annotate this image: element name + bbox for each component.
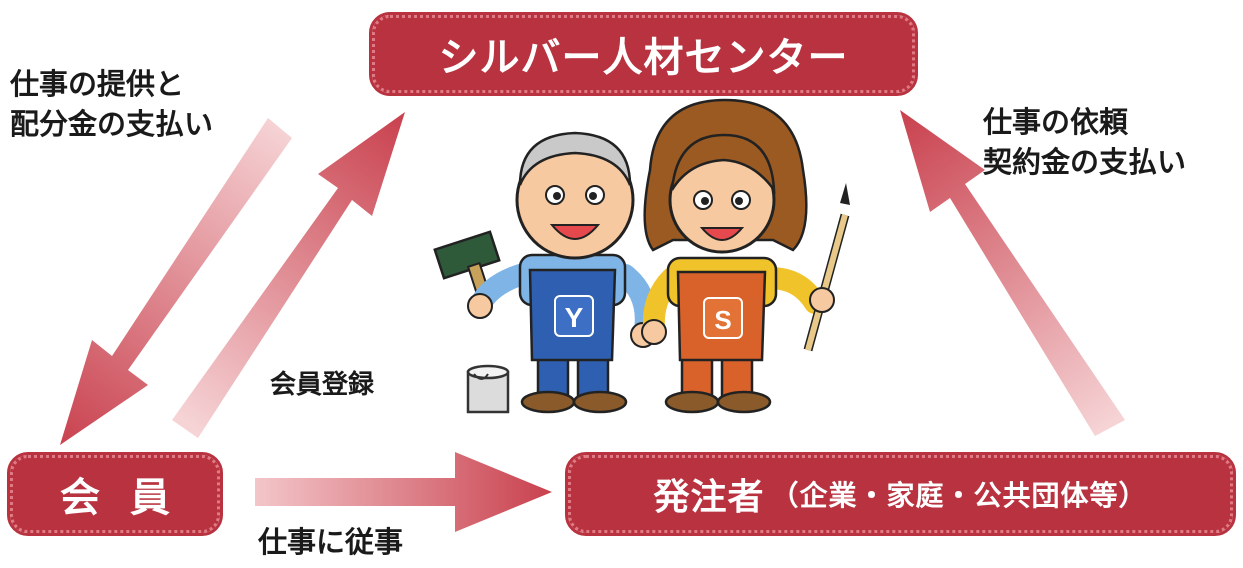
label-member-to-client: 仕事に従事 bbox=[258, 525, 404, 559]
member-title: 会員 bbox=[60, 475, 200, 521]
member-box: 会員 bbox=[7, 452, 223, 536]
arrow-member-to-client bbox=[255, 452, 552, 532]
label-center-to-member-line2: 配分金の支払い bbox=[10, 107, 214, 141]
paintbrush-icon bbox=[803, 183, 850, 352]
client-box: 発注者（企業・家庭・公共団体等） bbox=[565, 452, 1236, 536]
mascot-woman: S bbox=[641, 98, 850, 414]
label-center-to-member: 仕事の提供と 配分金の支払い bbox=[10, 64, 213, 144]
label-center-to-member-line1: 仕事の提供と bbox=[10, 67, 185, 101]
client-title: 発注者 bbox=[653, 477, 765, 518]
mascot-woman-letter: S bbox=[714, 305, 731, 335]
label-client-to-center: 仕事の依頼 契約金の支払い bbox=[983, 102, 1186, 182]
arrow-client-to-center bbox=[900, 110, 1125, 436]
label-member-to-center: 会員登録 bbox=[270, 370, 375, 400]
paint-can-icon bbox=[466, 364, 510, 414]
label-client-to-center-line2: 契約金の支払い bbox=[983, 145, 1187, 179]
label-client-to-center-line1: 仕事の依頼 bbox=[983, 105, 1129, 139]
silver-center-title: シルバー人材センター bbox=[438, 35, 849, 81]
silver-center-box: シルバー人材センター bbox=[369, 12, 918, 96]
client-subtitle: （企業・家庭・公共団体等） bbox=[770, 479, 1148, 512]
arrow-member-to-center bbox=[172, 112, 405, 438]
arrow-center-to-member bbox=[60, 118, 292, 445]
mascot-man-letter: Y bbox=[565, 302, 584, 333]
